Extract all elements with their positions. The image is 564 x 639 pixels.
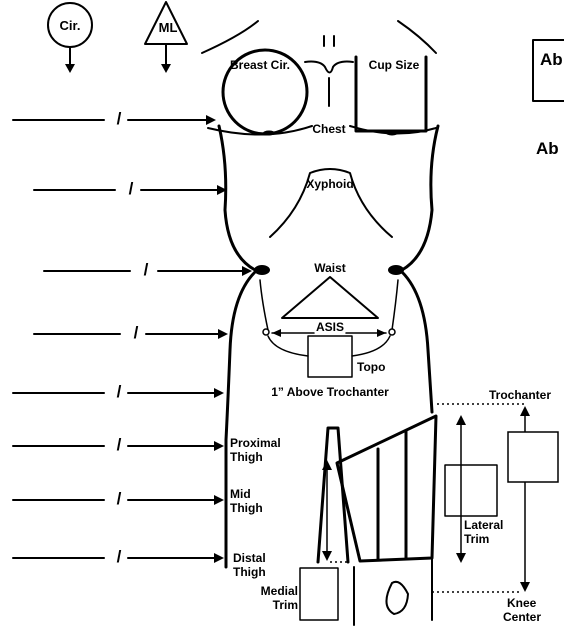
clipped-text-ab-1: Ab: [540, 50, 563, 69]
breast-cir-label: Breast Cir.: [230, 58, 290, 72]
separator: /: [129, 179, 134, 198]
knee-center-label-2: Center: [503, 610, 541, 624]
leg-brace: Medial Trim: [261, 414, 520, 626]
separator: /: [117, 435, 122, 454]
distal-thigh-label-2: Thigh: [233, 565, 266, 579]
torso-outline: Xyphoid Waist ASIS Topo 1” Above Trochan…: [217, 124, 440, 569]
ml-symbol: ML: [144, 1, 188, 73]
separator: /: [144, 260, 149, 279]
measurement-row: /: [12, 382, 224, 401]
lateral-trim-label-2: Trim: [464, 532, 489, 546]
measurement-row: /: [12, 435, 224, 454]
lateral-measures: Trochanter Lateral Trim Knee Center: [437, 388, 559, 624]
trochanter-label: Trochanter: [489, 388, 551, 402]
proximal-thigh-label-1: Proximal: [230, 436, 281, 450]
separator: /: [117, 547, 122, 566]
measurement-row: /: [12, 109, 216, 128]
xyphoid-label: Xyphoid: [306, 177, 353, 191]
ml-label: ML: [159, 20, 178, 35]
measurement-row: /: [33, 179, 227, 198]
cup-size-label: Cup Size: [369, 58, 420, 72]
medial-trim-label-1: Medial: [261, 584, 298, 598]
separator: /: [134, 323, 139, 342]
above-trochanter-label: 1” Above Trochanter: [271, 385, 389, 399]
clipped-box: Ab Ab: [532, 39, 564, 158]
chest-area: Breast Cir. Cup Size Chest: [201, 20, 437, 136]
distal-thigh-label-1: Distal: [233, 551, 266, 565]
proximal-thigh-label-2: Thigh: [230, 450, 263, 464]
lateral-trim-label-1: Lateral: [464, 518, 503, 532]
mid-thigh-label-2: Thigh: [230, 501, 263, 515]
chest-label: Chest: [312, 122, 345, 136]
mid-thigh-label-1: Mid: [230, 487, 251, 501]
measurement-row: /: [12, 547, 224, 566]
thigh-labels: Proximal Thigh Mid Thigh Distal Thigh: [230, 436, 281, 579]
medial-trim-label-2: Trim: [273, 598, 298, 612]
cir-label: Cir.: [60, 18, 81, 33]
knee-center-label-1: Knee: [507, 596, 537, 610]
topo-label: Topo: [357, 360, 385, 374]
separator: /: [117, 489, 122, 508]
asis-label: ASIS: [316, 320, 344, 334]
measurement-row: /: [33, 323, 228, 342]
measurement-row: /: [12, 489, 224, 508]
measurement-row: /: [43, 260, 252, 279]
separator: /: [117, 109, 122, 128]
waist-label: Waist: [314, 261, 346, 275]
measurement-rows: / / / / /: [12, 109, 252, 566]
clipped-text-ab-2: Ab: [536, 139, 559, 158]
separator: /: [117, 382, 122, 401]
cir-symbol: Cir.: [47, 2, 93, 73]
